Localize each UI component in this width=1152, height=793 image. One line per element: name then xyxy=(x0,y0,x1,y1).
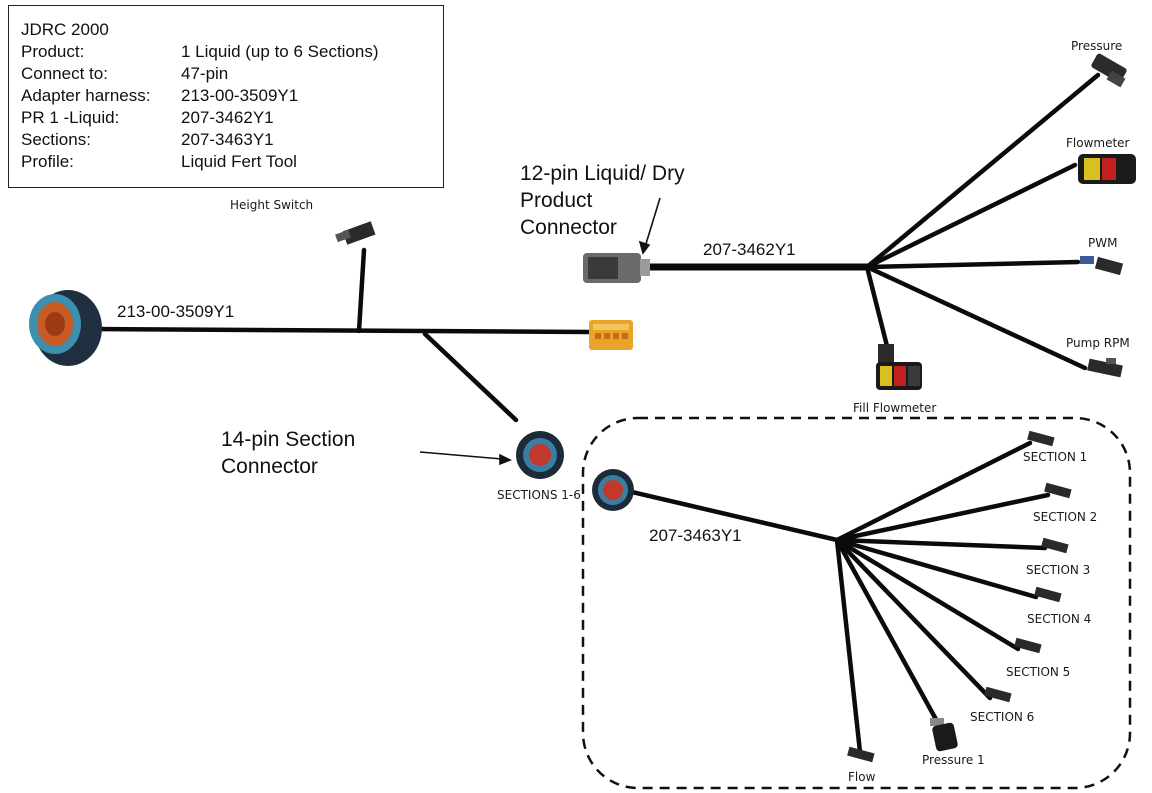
pump-rpm-connector-icon xyxy=(1087,358,1123,378)
height-switch-label: Height Switch xyxy=(230,198,314,212)
section-1-plug-icon xyxy=(1027,430,1055,447)
pressure-1-connector-icon xyxy=(930,718,958,752)
info-key: PR 1 -Liquid: xyxy=(21,108,120,127)
section-3-plug-icon xyxy=(1041,537,1069,554)
fill-flowmeter-label: Fill Flowmeter xyxy=(853,401,937,415)
section-harness-label: 207-3463Y1 xyxy=(649,526,742,545)
pump-rpm-label: Pump RPM xyxy=(1066,336,1130,350)
section-3-label: SECTION 3 xyxy=(1026,563,1091,577)
section-harness-boundary xyxy=(581,416,1132,790)
flow-plug-icon xyxy=(847,746,875,763)
product-harness-wires xyxy=(644,72,1101,371)
section-1-label: SECTION 1 xyxy=(1023,450,1088,464)
info-value: 1 Liquid (up to 6 Sections) xyxy=(181,42,379,61)
round-47-pin-connector-icon xyxy=(29,290,102,366)
section-4-plug-icon xyxy=(1034,586,1062,603)
section-harness-wires xyxy=(629,440,1051,755)
product-12-pin-connector-icon xyxy=(583,253,650,283)
callout-arrows xyxy=(419,197,661,466)
section-2-label: SECTION 2 xyxy=(1033,510,1098,524)
pwm-label: PWM xyxy=(1088,236,1118,250)
section-2-plug-icon xyxy=(1044,482,1072,499)
info-value: 47-pin xyxy=(181,64,229,83)
pressure-1-label: Pressure 1 xyxy=(922,753,985,767)
section-4-label: SECTION 4 xyxy=(1027,612,1092,626)
fill-flowmeter-connector-icon xyxy=(876,344,922,390)
section-5-label: SECTION 5 xyxy=(1006,665,1071,679)
info-key: Sections: xyxy=(21,130,91,149)
pwm-connector-icon xyxy=(1080,256,1124,276)
info-value: Liquid Fert Tool xyxy=(181,152,297,171)
flow-label: Flow xyxy=(848,770,876,784)
info-value: 207-3462Y1 xyxy=(181,108,274,127)
product-connector-callout: 12-pin Liquid/ Dry Product Connector xyxy=(520,162,685,239)
info-key: Profile: xyxy=(21,152,74,171)
pressure-connector-icon xyxy=(1091,53,1127,88)
info-key: Product: xyxy=(21,42,85,61)
info-value: 207-3463Y1 xyxy=(181,130,274,149)
info-value: 213-00-3509Y1 xyxy=(181,86,299,105)
section-plug-icons xyxy=(847,430,1072,763)
flowmeter-connector-icon xyxy=(1078,154,1136,184)
yellow-adapter-connector-icon xyxy=(589,320,633,350)
section-harness-round-connector-icon xyxy=(592,469,634,511)
section-5-plug-icon xyxy=(1014,637,1042,654)
adapter-harness-wires xyxy=(92,247,593,423)
info-key: Connect to: xyxy=(21,64,108,83)
pressure-label: Pressure xyxy=(1071,39,1123,53)
info-key: Adapter harness: xyxy=(21,86,151,105)
harness-info-box: JDRC 2000 Product: 1 Liquid (up to 6 Sec… xyxy=(8,5,444,188)
flowmeter-label: Flowmeter xyxy=(1066,136,1130,150)
info-title: JDRC 2000 xyxy=(21,20,109,39)
section-6-label: SECTION 6 xyxy=(970,710,1035,724)
product-harness-label: 207-3462Y1 xyxy=(703,240,796,259)
sections-connector-label: SECTIONS 1-6 xyxy=(497,488,581,502)
section-14-pin-connector-icon xyxy=(516,431,564,479)
height-switch-connector-icon xyxy=(335,221,376,245)
adapter-harness-label: 213-00-3509Y1 xyxy=(117,302,235,321)
section-6-plug-icon xyxy=(984,686,1012,703)
section-connector-callout: 14-pin Section Connector xyxy=(221,428,356,478)
